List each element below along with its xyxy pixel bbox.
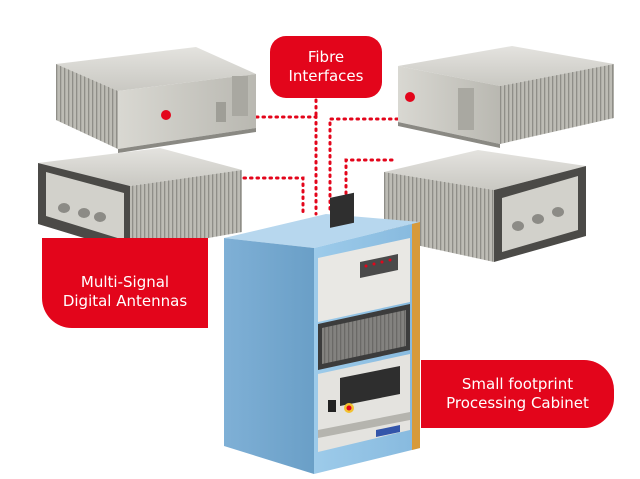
antenna-unit-mid-left: [38, 148, 242, 252]
callout-digital-antennas: Multi-Signal Digital Antennas: [42, 238, 208, 328]
processing-cabinet: [224, 192, 420, 474]
fibre-line-mid-right: [344, 158, 394, 216]
callout-fibre-line1: Fibre: [307, 48, 345, 66]
callout-antennas-line2: Digital Antennas: [62, 292, 188, 310]
antenna-unit-top-left: [56, 47, 256, 153]
fibre-line-top-right: [328, 117, 432, 216]
callout-fibre-line2: Interfaces: [288, 67, 364, 85]
callout-cabinet-line2: Processing Cabinet: [446, 394, 589, 412]
fibre-line-top-left: [248, 115, 318, 216]
callout-antennas-line1: Multi-Signal: [80, 273, 170, 291]
callout-cabinet-line1: Small footprint: [461, 375, 574, 393]
antenna-unit-top-right: [398, 46, 614, 148]
antenna-unit-mid-right: [384, 150, 586, 262]
callout-processing-cabinet: Small footprint Processing Cabinet: [421, 360, 614, 428]
callout-fibre-interfaces: Fibre Interfaces: [270, 36, 382, 98]
fibre-lines: [242, 98, 432, 216]
fibre-line-mid-left: [242, 176, 305, 216]
